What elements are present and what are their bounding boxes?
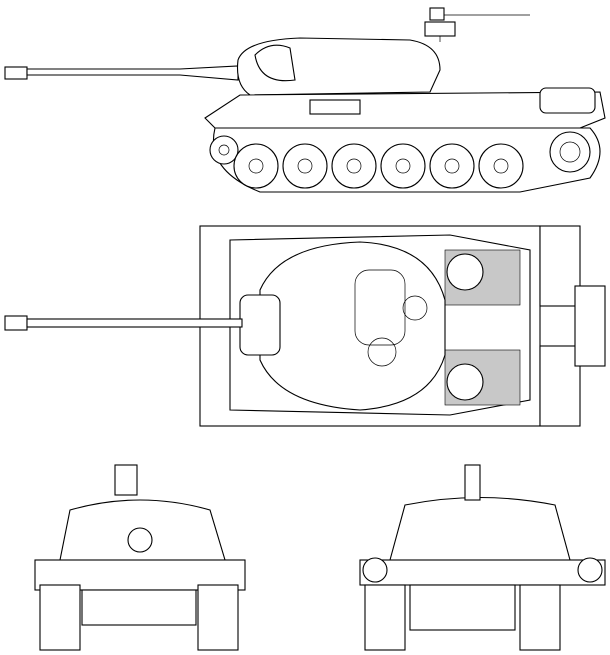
top-view [4, 225, 606, 427]
fan-left [446, 253, 484, 291]
gun-barrel-top [26, 318, 243, 328]
loader-hatch [367, 337, 397, 367]
lower-plate-front [81, 589, 197, 626]
track-rear-right [519, 584, 561, 651]
side-view [4, 7, 606, 193]
gun-barrel [26, 65, 239, 81]
rear-plate [409, 584, 516, 631]
muzzle-brake-top [4, 315, 28, 331]
mg-rear [464, 464, 481, 501]
machine-gun [424, 7, 530, 42]
stowage-box [309, 99, 361, 115]
track-front-left [39, 584, 81, 651]
fuel-drum-left [362, 557, 388, 583]
rear-view [359, 464, 606, 651]
commander-hatch [354, 269, 406, 346]
fuel-tank [539, 87, 596, 114]
rear-fuel-tanks [574, 285, 606, 367]
mantlet-top [239, 294, 281, 356]
gun-muzzle-front [127, 527, 153, 553]
turret-rear [389, 496, 571, 561]
track-front-right [197, 584, 239, 651]
mantlet [254, 44, 296, 82]
muzzle-brake [4, 66, 28, 80]
rear-fender-left [539, 225, 581, 307]
front-view [34, 464, 246, 651]
fan-right [446, 363, 484, 401]
turret-top [259, 241, 446, 411]
rear-fender-right [539, 345, 581, 427]
road-wheels [209, 131, 591, 189]
track-rear-left [364, 584, 406, 651]
mg-front [114, 464, 138, 496]
cupola [402, 295, 428, 321]
fuel-drum-right [577, 557, 603, 583]
hull-rear [359, 559, 606, 586]
